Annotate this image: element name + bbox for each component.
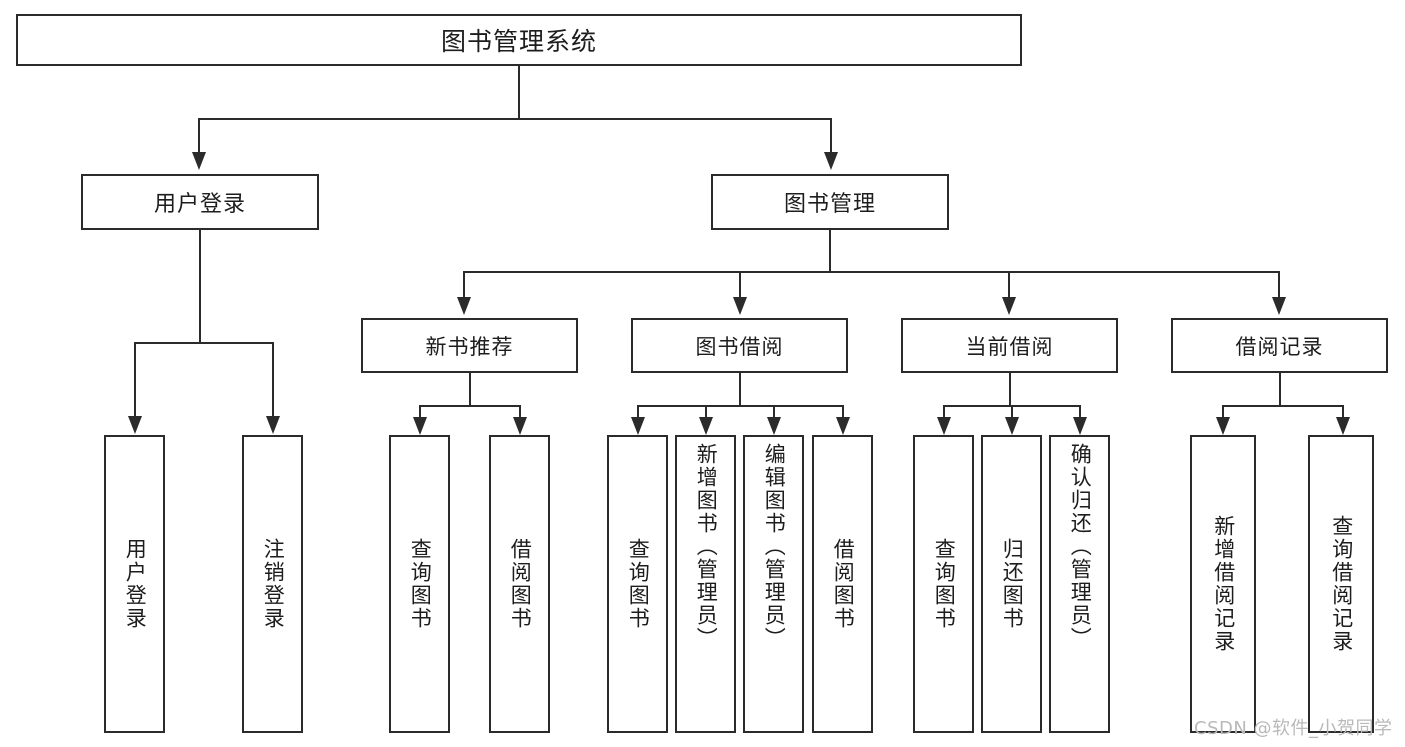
connector-current-borrow-stem [1009,373,1011,406]
node-borrow-record[interactable]: 借阅记录 [1171,318,1388,373]
connector-user-login-to-leaf-2 [272,342,274,418]
arrowhead-bm-to-current-borrow [1002,297,1016,315]
node-label: 新增借阅记录 [1211,515,1236,653]
node-label: 图书管理 [783,192,876,217]
node-leaf-query-book-1[interactable]: 查询图书 [389,435,450,733]
connector-book-borrow-stem [739,373,741,406]
node-label: 查询图书 [408,538,433,630]
arrowhead-book-borrow-to-leaf-1 [631,417,645,435]
connector-book-borrow-to-leaf-2 [705,405,707,419]
node-leaf-borrow-book-1[interactable]: 借阅图书 [489,435,550,733]
connector-book-borrow-to-leaf-3 [773,405,775,419]
node-leaf-query-record[interactable]: 查询借阅记录 [1308,435,1374,733]
node-leaf-edit-book[interactable]: 编辑图书（管理员） [743,435,804,733]
node-leaf-add-record[interactable]: 新增借阅记录 [1190,435,1256,733]
node-label: 新书推荐 [425,334,514,359]
node-label: 借阅记录 [1235,334,1324,359]
connector-book-management-stem [829,230,831,272]
csdn-watermark: CSDN @软件_小贺同学 [1194,714,1393,740]
connector-user-login-bus [134,342,272,344]
connector-root-bus [198,118,830,120]
node-label: 图书管理系统 [440,27,597,56]
connector-new-book-to-leaf-2 [519,405,521,419]
arrowhead-book-borrow-to-leaf-2 [699,417,713,435]
connector-borrow-record-bus [1222,405,1342,407]
node-label: 借阅图书 [831,538,856,630]
connector-book-borrow-bus [637,405,842,407]
node-leaf-return-book[interactable]: 归还图书 [981,435,1042,733]
node-leaf-logout[interactable]: 注销登录 [242,435,303,733]
connector-current-borrow-to-leaf-1 [943,405,945,419]
node-leaf-user-login[interactable]: 用户登录 [104,435,165,733]
node-book-management-system[interactable]: 图书管理系统 [16,14,1022,66]
connector-bm-to-new-book [463,271,465,299]
arrowhead-new-book-to-leaf-2 [513,417,527,435]
node-label: 用户登录 [153,192,246,217]
node-new-book-recommend[interactable]: 新书推荐 [361,318,578,373]
arrowhead-user-login-to-leaf-2 [266,416,280,434]
arrowhead-borrow-record-to-leaf-1 [1216,417,1230,435]
arrowhead-user-login-to-leaf-1 [128,416,142,434]
connector-current-borrow-to-leaf-2 [1011,405,1013,419]
connector-bm-to-borrow-record [1278,271,1280,299]
node-label: 借阅图书 [508,538,533,630]
node-label: 新增图书（管理员） [694,443,719,650]
arrowhead-new-book-to-leaf-1 [413,417,427,435]
node-label: 当前借阅 [965,334,1054,359]
arrowhead-book-borrow-to-leaf-3 [767,417,781,435]
connector-root-to-book-management [830,118,832,154]
arrowhead-bm-to-borrow-record [1272,297,1286,315]
node-leaf-query-book-3[interactable]: 查询图书 [913,435,974,733]
arrowhead-book-borrow-to-leaf-4 [836,417,850,435]
connector-bm-to-book-borrow [739,271,741,299]
connector-borrow-record-stem [1279,373,1281,406]
arrowhead-root-to-book-management [824,152,838,170]
node-user-login[interactable]: 用户登录 [81,174,319,230]
arrowhead-current-borrow-to-leaf-2 [1005,417,1019,435]
connector-borrow-record-to-leaf-2 [1342,405,1344,419]
node-label: 编辑图书（管理员） [762,443,787,650]
watermark-text: CSDN @软件_小贺同学 [1194,718,1393,739]
arrowhead-bm-to-new-book [457,297,471,315]
node-label: 图书借阅 [695,334,784,359]
connector-book-management-bus [463,271,1278,273]
node-book-management[interactable]: 图书管理 [711,174,949,230]
node-label: 注销登录 [261,538,286,630]
connector-borrow-record-to-leaf-1 [1222,405,1224,419]
connector-book-borrow-to-leaf-1 [637,405,639,419]
connector-current-borrow-to-leaf-3 [1079,405,1081,419]
connector-bm-to-current-borrow [1008,271,1010,299]
node-label: 查询图书 [932,538,957,630]
connector-user-login-to-leaf-1 [134,342,136,418]
arrowhead-current-borrow-to-leaf-1 [937,417,951,435]
connector-new-book-bus [419,405,519,407]
node-label: 归还图书 [1000,538,1025,630]
node-leaf-add-book[interactable]: 新增图书（管理员） [675,435,736,733]
connector-new-book-stem [469,373,471,406]
node-label: 用户登录 [123,538,148,630]
arrowhead-current-borrow-to-leaf-3 [1073,417,1087,435]
node-current-borrow[interactable]: 当前借阅 [901,318,1118,373]
node-label: 确认归还（管理员） [1068,443,1093,650]
arrowhead-root-to-user-login [192,152,206,170]
connector-user-login-stem [199,230,201,342]
arrowhead-borrow-record-to-leaf-2 [1336,417,1350,435]
node-label: 查询图书 [626,538,651,630]
node-leaf-confirm-return[interactable]: 确认归还（管理员） [1049,435,1110,733]
node-leaf-borrow-book-2[interactable]: 借阅图书 [812,435,873,733]
connector-new-book-to-leaf-1 [419,405,421,419]
connector-root-stem [518,66,520,118]
node-label: 查询借阅记录 [1329,515,1354,653]
node-leaf-query-book-2[interactable]: 查询图书 [607,435,668,733]
node-book-borrow[interactable]: 图书借阅 [631,318,848,373]
connector-book-borrow-to-leaf-4 [842,405,844,419]
arrowhead-bm-to-book-borrow [733,297,747,315]
connector-root-to-user-login [198,118,200,154]
